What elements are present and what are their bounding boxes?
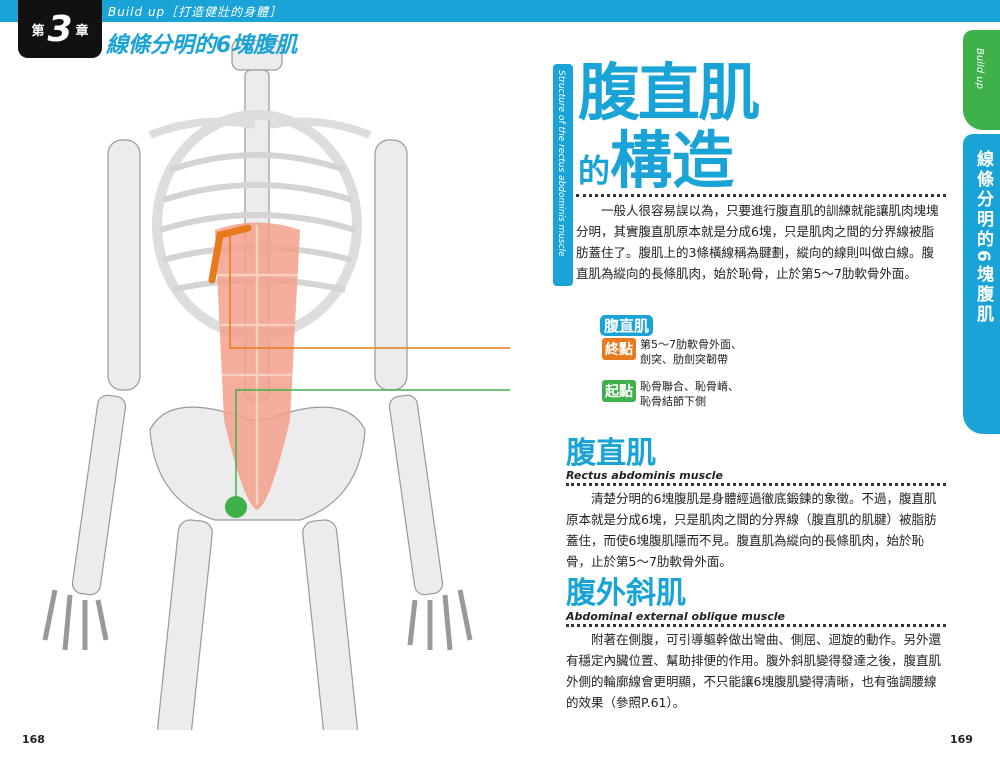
title-small: 的 [578, 152, 611, 190]
muscle-en-oblique: Abdominal external oblique muscle [566, 610, 786, 623]
page-number-left: 168 [22, 733, 45, 746]
insertion-text: 第5～7肋軟骨外面、劍突、肋劍突韌帶 [640, 337, 742, 367]
chapter-badge: 第 3 章 [18, 0, 102, 58]
insertion-marker [208, 224, 252, 284]
origin-text-2: 恥骨結節下側 [640, 395, 706, 408]
insertion-text-2: 劍突、肋劍突韌帶 [640, 353, 728, 366]
side-tab-chapter: 線條分明的6塊腹肌 [963, 134, 1000, 434]
header-band [0, 0, 1000, 22]
right-forearm [388, 394, 444, 596]
side-tab-top-text: Build up [974, 48, 985, 89]
chapter-title: 線條分明的6塊腹肌 [106, 33, 298, 58]
left-humerus [107, 139, 141, 391]
divider [566, 483, 946, 486]
section-title-line1: 腹直肌 [578, 56, 760, 129]
origin-badge: 起點 [602, 380, 636, 402]
right-humerus [374, 139, 408, 391]
section-title-line2: 的構造 [578, 126, 734, 212]
side-tab-main-text: 線條分明的6塊腹肌 [973, 150, 993, 325]
origin-text-1: 恥骨聯合、恥骨嵴、 [640, 380, 739, 393]
left-femur [157, 519, 213, 730]
divider [566, 624, 946, 627]
left-forearm [71, 394, 127, 596]
chapter-prefix: 第 [31, 23, 45, 39]
divider [576, 194, 946, 197]
insertion-text-1: 第5～7肋軟骨外面、 [640, 338, 742, 351]
side-tab-build-up: Build up [963, 30, 1000, 130]
chapter-suffix: 章 [75, 23, 89, 39]
tendinous-intersections [218, 225, 298, 505]
right-femur [302, 519, 358, 730]
title-large: 構造 [610, 124, 735, 197]
muscle-heading-rectus: 腹直肌 [566, 436, 656, 471]
vertical-en-title: Structure of the rectus abdominis muscle [553, 64, 573, 286]
series-title: Build up［打造健壯的身體］ [108, 5, 283, 19]
rectus-paragraph: 清楚分明的6塊腹肌是身體經過徹底鍛鍊的象徵。不過，腹直肌原本就是分成6塊，只是肌… [566, 491, 937, 569]
page-number-right: 169 [950, 733, 973, 746]
muscle-label: 腹直肌 [600, 315, 654, 336]
muscle-heading-oblique: 腹外斜肌 [566, 576, 686, 611]
intro-paragraph: 一般人很容易誤以為，只要進行腹直肌的訓練就能讓肌肉塊塊分明，其實腹直肌原本就是分… [576, 203, 939, 281]
chapter-number: 3 [47, 8, 73, 50]
insertion-badge: 終點 [602, 338, 636, 360]
right-hand [407, 589, 473, 651]
oblique-paragraph: 附著在側腹，可引導軀幹做出彎曲、側屈、迴旋的動作。另外還有穩定內臟位置、幫助排便… [566, 632, 942, 710]
origin-leader-line [235, 389, 510, 507]
muscle-en-rectus: Rectus abdominis muscle [566, 469, 723, 482]
skeleton-illustration [42, 40, 510, 730]
vertical-en-text: Structure of the rectus abdominis muscle [556, 70, 566, 257]
ribs [159, 152, 356, 293]
left-hand [42, 589, 109, 651]
origin-text: 恥骨聯合、恥骨嵴、恥骨結節下側 [640, 379, 739, 409]
insertion-leader-line [229, 236, 510, 349]
